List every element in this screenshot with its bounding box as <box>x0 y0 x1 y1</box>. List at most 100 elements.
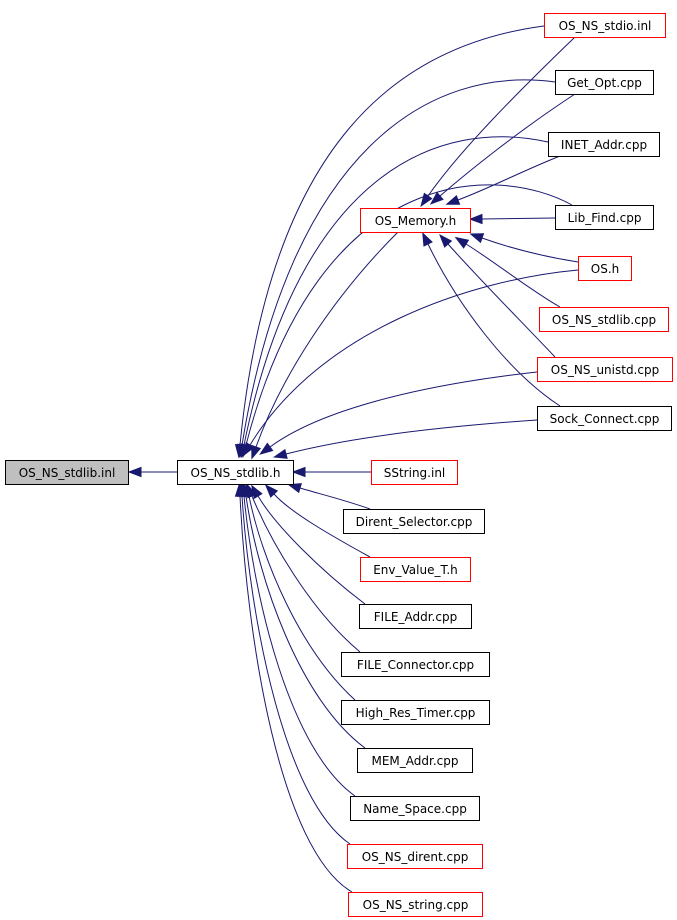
edge-n10-n5-line <box>427 243 561 407</box>
node-inet-addr-cpp[interactable]: INET_Addr.cpp <box>548 132 660 157</box>
node-label-os-ns-unistd-cpp: OS_NS_unistd.cpp <box>551 363 659 377</box>
node-sock-connect-cpp[interactable]: Sock_Connect.cpp <box>537 406 672 431</box>
edge-n8-n5 <box>454 236 561 308</box>
node-label-os-memory-h: OS_Memory.h <box>375 214 457 228</box>
edge-n9-n1-line <box>269 371 538 448</box>
edge-n7-n5-line <box>481 237 579 263</box>
edge-n9-n5 <box>439 233 556 358</box>
edge-n18-n1-line <box>243 495 356 797</box>
edge-n6-n1-line <box>245 184 573 446</box>
edge-n16-n1-line <box>248 495 356 701</box>
edge-n3-n5-arrowhead <box>429 191 444 205</box>
node-label-env-value-t-h: Env_Value_T.h <box>373 563 458 577</box>
node-label-sstring-inl: SString.inl <box>384 466 446 480</box>
edge-n18-n1 <box>238 482 356 797</box>
edges-layer <box>127 25 579 893</box>
node-box-sock-connect-cpp[interactable] <box>537 406 672 431</box>
node-os-ns-stdlib-inl[interactable]: OS_NS_stdlib.inl <box>5 460 129 485</box>
edge-n7-n5-arrowhead <box>469 233 485 244</box>
edge-n5-n1 <box>251 231 399 460</box>
node-box-high-res-timer-cpp[interactable] <box>341 700 490 725</box>
node-box-os-ns-unistd-cpp[interactable] <box>537 357 673 382</box>
edge-n6-n5-arrowhead <box>468 213 483 225</box>
edge-n3-n5 <box>429 93 576 205</box>
node-box-lib-find-cpp[interactable] <box>555 205 654 230</box>
node-box-file-connector-cpp[interactable] <box>341 652 490 677</box>
edge-n10-n5 <box>422 231 561 407</box>
node-os-ns-stdlib-cpp[interactable]: OS_NS_stdlib.cpp <box>539 307 669 332</box>
node-label-os-ns-stdlib-h: OS_NS_stdlib.h <box>191 466 281 480</box>
edge-n19-n1-line <box>241 495 351 845</box>
node-box-os-ns-string-cpp[interactable] <box>348 892 483 917</box>
node-dirent-selector-cpp[interactable]: Dirent_Selector.cpp <box>343 509 485 534</box>
edge-n1-n0-arrowhead <box>127 466 142 478</box>
node-box-name-space-cpp[interactable] <box>350 796 480 821</box>
edge-n12-n1 <box>287 483 371 510</box>
node-os-h[interactable]: OS.h <box>578 256 632 281</box>
edge-n20-n1-arrowhead <box>234 482 246 497</box>
node-box-os-ns-stdlib-cpp[interactable] <box>539 307 669 332</box>
edge-n10-n1-line <box>285 419 538 455</box>
edge-n11-n1-arrowhead <box>291 466 306 478</box>
node-label-dirent-selector-cpp: Dirent_Selector.cpp <box>356 515 473 529</box>
node-file-connector-cpp[interactable]: FILE_Connector.cpp <box>341 652 490 677</box>
node-file-addr-cpp[interactable]: FILE_Addr.cpp <box>359 604 472 629</box>
node-high-res-timer-cpp[interactable]: High_Res_Timer.cpp <box>341 700 490 725</box>
node-box-mem-addr-cpp[interactable] <box>357 748 473 773</box>
node-mem-addr-cpp[interactable]: MEM_Addr.cpp <box>357 748 473 773</box>
edge-n15-n1-line <box>251 495 361 653</box>
edge-n7-n1 <box>242 269 579 457</box>
node-sstring-inl[interactable]: SString.inl <box>371 460 458 485</box>
edge-n20-n1-line <box>239 495 353 893</box>
edge-n7-n1-line <box>249 269 579 446</box>
node-label-sock-connect-cpp: Sock_Connect.cpp <box>550 412 660 426</box>
node-box-os-memory-h[interactable] <box>360 208 471 233</box>
edge-n2-n5-arrowhead <box>420 192 433 207</box>
node-get-opt-cpp[interactable]: Get_Opt.cpp <box>555 70 654 95</box>
node-os-ns-stdio-inl[interactable]: OS_NS_stdio.inl <box>544 13 666 38</box>
edge-n4-n5 <box>445 155 561 205</box>
node-box-os-ns-stdlib-h[interactable] <box>177 460 294 485</box>
node-os-ns-stdlib-h[interactable]: OS_NS_stdlib.h <box>177 460 294 485</box>
node-box-dirent-selector-cpp[interactable] <box>343 509 485 534</box>
node-lib-find-cpp[interactable]: Lib_Find.cpp <box>555 205 654 230</box>
node-box-inet-addr-cpp[interactable] <box>548 132 660 157</box>
edge-n10-n1 <box>272 419 538 459</box>
edge-n13-n1-arrowhead <box>264 484 279 498</box>
edge-n3-n1-line <box>241 79 556 446</box>
node-box-sstring-inl[interactable] <box>371 460 458 485</box>
node-box-os-h[interactable] <box>578 256 632 281</box>
node-os-memory-h[interactable]: OS_Memory.h <box>360 208 471 233</box>
edge-n5-n1-line <box>255 231 399 448</box>
node-box-env-value-t-h[interactable] <box>360 557 471 582</box>
edge-n8-n5-arrowhead <box>454 236 470 249</box>
node-box-get-opt-cpp[interactable] <box>555 70 654 95</box>
node-box-os-ns-dirent-cpp[interactable] <box>347 844 483 869</box>
edge-n4-n5-line <box>457 155 561 201</box>
node-os-ns-dirent-cpp[interactable]: OS_NS_dirent.cpp <box>347 844 483 869</box>
edge-n12-n1-line <box>299 487 371 510</box>
node-label-os-ns-stdio-inl: OS_NS_stdio.inl <box>559 19 652 33</box>
node-name-space-cpp[interactable]: Name_Space.cpp <box>350 796 480 821</box>
node-os-ns-unistd-cpp[interactable]: OS_NS_unistd.cpp <box>537 357 673 382</box>
node-box-file-addr-cpp[interactable] <box>359 604 472 629</box>
edge-n1-n0 <box>127 466 177 478</box>
edge-n2-n5 <box>420 36 576 207</box>
node-os-ns-string-cpp[interactable]: OS_NS_string.cpp <box>348 892 483 917</box>
edge-n11-n1 <box>291 466 371 478</box>
edge-n2-n1-line <box>239 25 545 446</box>
edge-n6-n5 <box>468 213 556 225</box>
node-label-os-ns-stdlib-cpp: OS_NS_stdlib.cpp <box>552 313 656 327</box>
edge-n2-n1 <box>234 25 545 459</box>
node-label-get-opt-cpp: Get_Opt.cpp <box>567 76 642 90</box>
edge-n3-n5-line <box>439 93 576 197</box>
edge-n5-n1-arrowhead <box>251 444 262 460</box>
node-label-inet-addr-cpp: INET_Addr.cpp <box>561 138 647 152</box>
node-box-os-ns-stdlib-inl[interactable] <box>5 460 129 485</box>
edge-n13-n1 <box>264 484 371 558</box>
node-env-value-t-h[interactable]: Env_Value_T.h <box>360 557 471 582</box>
node-box-os-ns-stdio-inl[interactable] <box>544 13 666 38</box>
edge-n19-n1 <box>236 482 351 845</box>
node-label-os-ns-stdlib-inl: OS_NS_stdlib.inl <box>19 466 116 480</box>
